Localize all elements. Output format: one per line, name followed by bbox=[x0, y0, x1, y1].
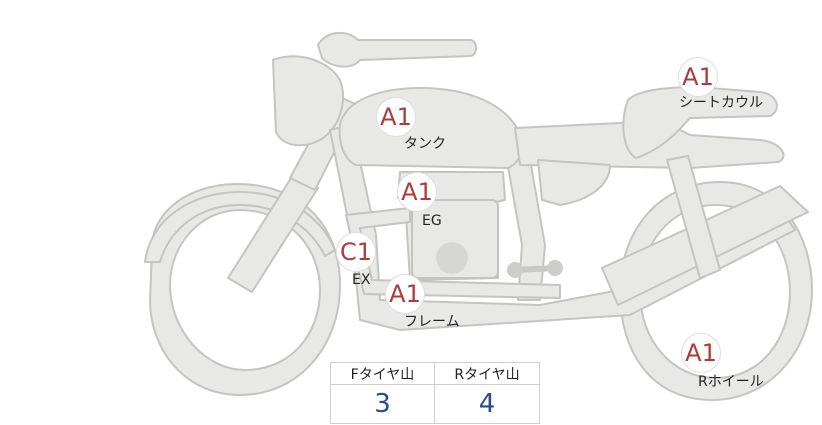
front-tire-value: 3 bbox=[331, 385, 435, 423]
seat-cowl-label: シートカウル bbox=[679, 95, 763, 111]
seat-cowl bbox=[622, 86, 778, 159]
rear-tire-header: Rタイヤ山 bbox=[435, 363, 539, 385]
rear-wheel-grade-badge[interactable]: A1 bbox=[681, 333, 721, 373]
front-wheel bbox=[149, 182, 341, 396]
frame-label: フレーム bbox=[404, 314, 460, 330]
rear-wheel-label: Rホイール bbox=[698, 374, 764, 390]
exhaust-pipe bbox=[345, 207, 561, 299]
tank-label: タンク bbox=[404, 136, 446, 152]
side-cover bbox=[537, 159, 611, 206]
front-tire-header: Fタイヤ山 bbox=[331, 363, 435, 385]
exhaust-grade-badge[interactable]: C1 bbox=[336, 232, 376, 272]
headlight bbox=[272, 55, 345, 147]
seat-cowl-grade-badge[interactable]: A1 bbox=[678, 57, 718, 97]
handlebar bbox=[317, 31, 477, 68]
fuel-tank bbox=[338, 87, 523, 169]
exhaust-label: EX bbox=[352, 272, 371, 288]
engine-label: EG bbox=[422, 213, 442, 229]
front-fork bbox=[227, 174, 319, 293]
frame-grade-badge[interactable]: A1 bbox=[385, 274, 425, 314]
rear-tire-value: 4 bbox=[478, 389, 496, 419]
tire-tread-table: Fタイヤ山 Rタイヤ山 3 4 bbox=[330, 362, 540, 424]
tank-grade-badge[interactable]: A1 bbox=[376, 97, 416, 137]
engine-grade-badge[interactable]: A1 bbox=[397, 172, 437, 212]
